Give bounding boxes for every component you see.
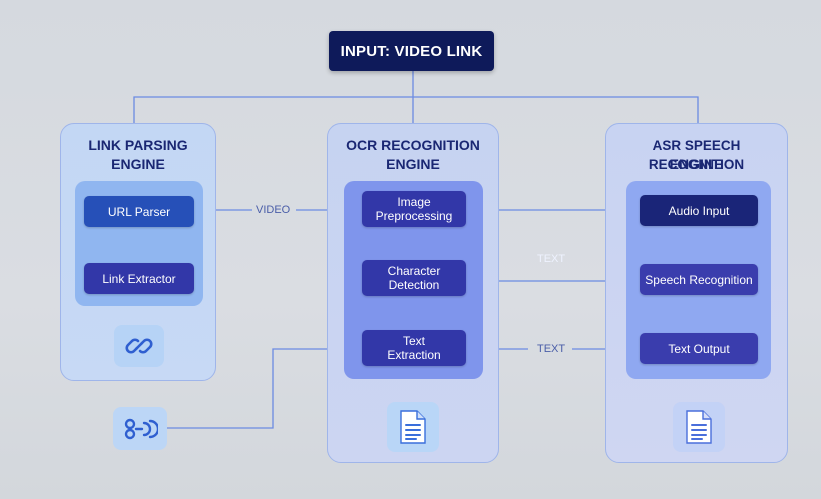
input-video-link-node[interactable]: INPUT: VIDEO LINK <box>329 31 494 71</box>
image-preprocessing-line1: Image <box>397 195 431 209</box>
text-extraction-line1: Text <box>402 334 425 348</box>
image-preprocessing-node[interactable]: Image Preprocessing <box>362 191 466 227</box>
speech-recognition-node[interactable]: Speech Recognition <box>640 264 758 295</box>
asr-panel-title-line2: ENGINE <box>669 156 724 172</box>
text-output-node[interactable]: Text Output <box>640 333 758 364</box>
audio-input-node[interactable]: Audio Input <box>640 195 758 226</box>
external-link-icon-tile[interactable] <box>113 407 167 450</box>
character-detection-node[interactable]: Character Detection <box>362 260 466 296</box>
document-icon <box>400 410 426 444</box>
video-edge-label: VIDEO <box>256 204 291 216</box>
asr-output-icon-tile <box>673 402 725 452</box>
external-link-line <box>167 348 360 429</box>
link-icon-tile <box>114 325 164 367</box>
asr-panel-title-line1: ASR SPEECH RECOGNITION <box>648 138 745 172</box>
text-extraction-line2: Extraction <box>387 348 441 362</box>
ocr-panel-title-line2: ENGINE <box>386 156 440 172</box>
ocr-output-icon-tile <box>387 402 439 452</box>
link-chain-icon <box>124 418 158 439</box>
character-detection-line1: Character <box>387 264 441 278</box>
text-edge-label-upper: TEXT <box>537 253 566 265</box>
document-icon <box>686 410 712 444</box>
link-panel-title-line1: LINK PARSING <box>88 137 188 153</box>
link-icon <box>125 338 153 354</box>
link-panel-title-line2: ENGINE <box>111 156 165 172</box>
input-branch-line <box>133 96 699 124</box>
character-detection-line2: Detection <box>388 278 440 292</box>
ocr-panel-title-line1: OCR RECOGNITION <box>346 137 480 153</box>
image-preprocessing-line2: Preprocessing <box>375 209 453 223</box>
text-extraction-node[interactable]: Text Extraction <box>362 330 466 366</box>
text-edge-label-lower: TEXT <box>537 343 566 355</box>
url-parser-node[interactable]: URL Parser <box>84 196 194 227</box>
link-extractor-node[interactable]: Link Extractor <box>84 263 194 294</box>
